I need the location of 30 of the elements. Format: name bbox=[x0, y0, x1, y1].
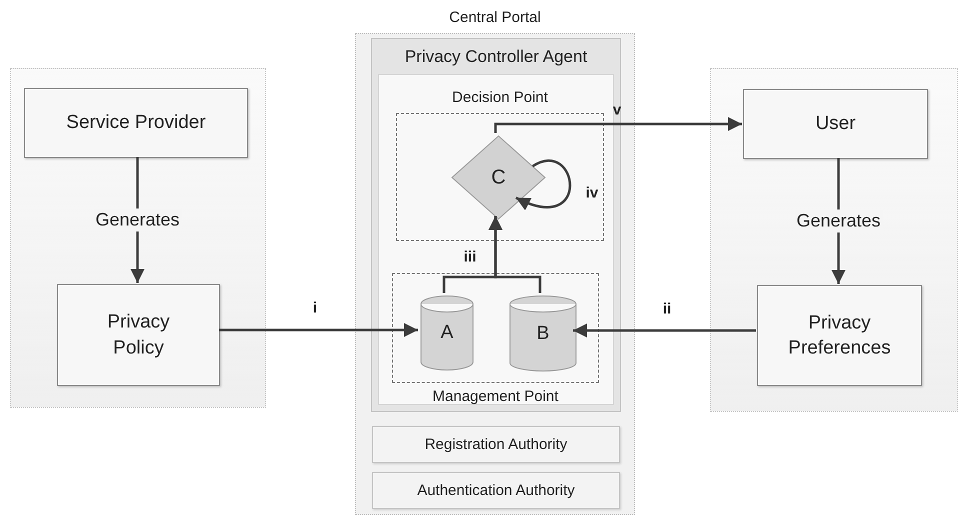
edge-label: ii bbox=[662, 300, 672, 318]
panel-background bbox=[10, 68, 266, 408]
node-label: C bbox=[490, 165, 507, 190]
authority-box bbox=[372, 472, 620, 509]
node-label: Privacy Policy bbox=[106, 310, 171, 360]
group-heading: Central Portal bbox=[448, 9, 542, 26]
edge-label: i bbox=[312, 300, 318, 316]
edge-label: Generates bbox=[794, 210, 883, 232]
group-heading: Privacy Controller Agent bbox=[404, 47, 588, 67]
node-label: User bbox=[814, 112, 857, 136]
group-heading: Decision Point bbox=[451, 89, 549, 106]
process-box bbox=[57, 284, 220, 386]
edge-label: iii bbox=[464, 248, 476, 266]
edge-label: Generates bbox=[93, 208, 182, 232]
node-label: Privacy Preferences bbox=[787, 310, 892, 360]
node-label: A bbox=[440, 321, 454, 346]
group-heading: Management Point bbox=[432, 388, 560, 405]
process-box bbox=[24, 88, 248, 158]
decision-diamond bbox=[452, 136, 545, 219]
node-label: B bbox=[536, 322, 550, 346]
process-box bbox=[757, 285, 922, 386]
edge-label: v bbox=[612, 102, 622, 118]
edge-label: iv bbox=[586, 184, 598, 202]
agent-panel bbox=[371, 38, 621, 412]
panel-background bbox=[710, 68, 958, 412]
authority-box bbox=[372, 426, 620, 463]
node-label: Authentication Authority bbox=[416, 480, 576, 500]
process-box bbox=[743, 89, 928, 159]
node-label: Service Provider bbox=[65, 111, 207, 136]
node-label: Registration Authority bbox=[424, 434, 568, 454]
